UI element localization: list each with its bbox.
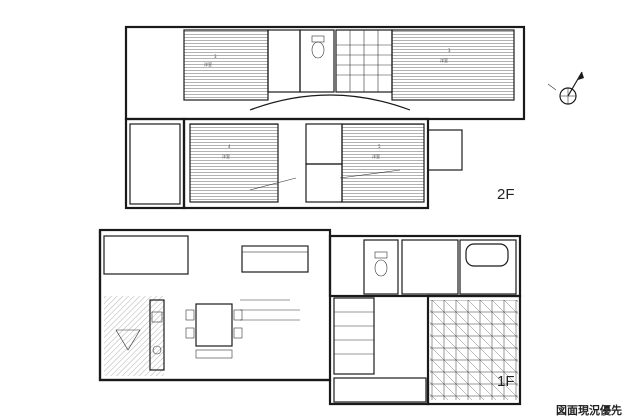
caption-drawing-priority: 図面現況優先 (556, 404, 622, 417)
toilet-2f (299, 29, 335, 93)
bedroom-2f-bottom-right: 5 洋室 (341, 123, 425, 203)
second-floor-plan: 3 洋室 3 洋室 (124, 25, 526, 210)
compass-north-icon (547, 71, 584, 105)
svg-text:洋室: 洋室 (372, 153, 380, 159)
svg-text:4: 4 (228, 144, 231, 149)
svg-text:洋室: 洋室 (440, 57, 448, 63)
svg-text:5: 5 (378, 144, 381, 149)
bedroom-2f-bottom-left: 4 洋室 (189, 123, 279, 203)
closet-1f-left (103, 235, 189, 275)
bedroom-2f-top-left: 3 洋室 (183, 29, 269, 101)
svg-text:洋室: 洋室 (222, 153, 230, 159)
toilet-1f (363, 239, 399, 295)
bedroom-2f-top-right: 3 洋室 (391, 29, 515, 101)
first-floor-plan (98, 228, 522, 406)
second-floor-label: 2F (497, 186, 515, 203)
washroom-1f (401, 239, 459, 295)
ldk-1f (240, 299, 300, 321)
sofa-1f (241, 245, 309, 273)
hallway-2f (249, 94, 411, 111)
closet-2f-center (267, 29, 301, 93)
svg-text:3: 3 (214, 54, 217, 59)
staircase-2f (335, 29, 393, 93)
bathroom-1f (459, 239, 517, 295)
kitchen-1f (104, 296, 165, 376)
closet-2f-bottom (305, 123, 343, 165)
first-floor-label: 1F (497, 373, 515, 390)
storage-2f-right (427, 129, 463, 171)
svg-text:3: 3 (448, 48, 451, 53)
balcony-2f (129, 123, 181, 205)
svg-text:洋室: 洋室 (204, 61, 212, 67)
dining-table-1f (185, 303, 243, 359)
staircase-1f (333, 297, 375, 375)
entrance-1f (430, 300, 518, 400)
